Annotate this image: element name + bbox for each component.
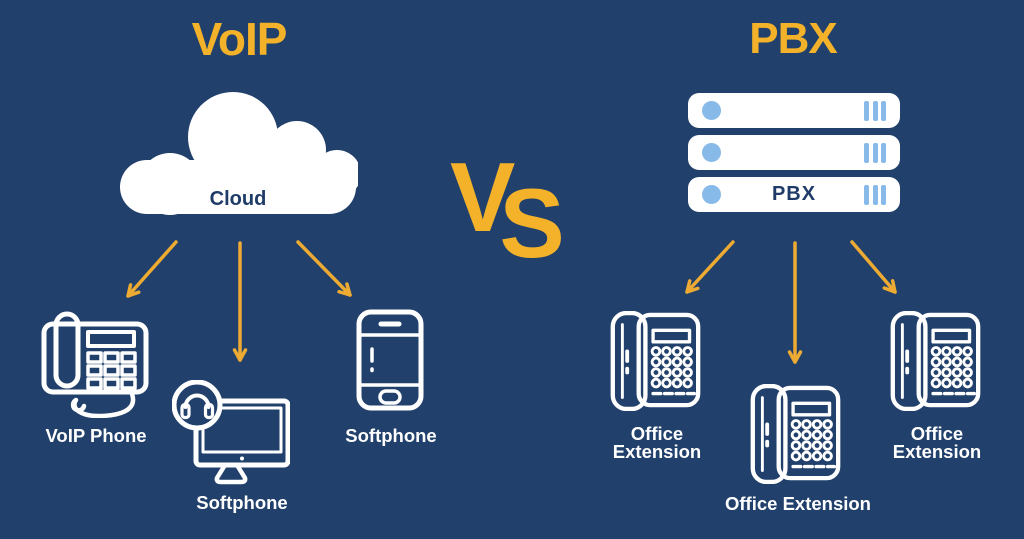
arrow-cloud-to-softphone-mobile	[296, 240, 352, 297]
pbx-server-label: PBX	[771, 183, 817, 205]
voip-title: VoIP	[191, 13, 288, 65]
versus-letter-v: V	[450, 142, 516, 252]
server-led-icon	[702, 101, 721, 120]
server-led-icon	[702, 185, 721, 204]
office-extension-label-line2: Extension	[612, 441, 702, 462]
office-extension-label-2: Office Extension	[725, 493, 871, 514]
versus-letter-s: S	[499, 168, 565, 278]
pbx-server-icon: PBX	[688, 93, 900, 212]
pbx-title: PBX	[749, 14, 837, 63]
softphone-mobile-icon	[356, 309, 424, 411]
server-vents-icon	[864, 142, 886, 163]
office-extension-label-1: Office Extension	[587, 423, 727, 462]
server-unit-1	[688, 93, 900, 128]
arrow-pbx-to-extension-1	[685, 240, 735, 294]
office-extension-label-line2: Extension	[892, 441, 982, 462]
voip-phone-label: VoIP Phone	[45, 425, 147, 446]
cloud-label: Cloud	[209, 188, 267, 210]
server-vents-icon	[864, 184, 886, 205]
office-extension-icon-3	[890, 311, 981, 411]
office-extension-label-3: Office Extension	[867, 423, 1007, 462]
voip-phone-icon	[41, 311, 149, 418]
server-unit-3: PBX	[688, 177, 900, 212]
softphone-mobile-label: Softphone	[345, 425, 437, 446]
arrow-pbx-to-extension-3	[850, 240, 897, 294]
softphone-desktop-icon	[172, 380, 290, 485]
versus-text: VS	[450, 148, 565, 272]
office-extension-icon-1	[610, 311, 701, 411]
office-extension-label-line1: Office	[910, 423, 964, 444]
office-extension-icon-2	[750, 384, 841, 484]
office-extension-label-line1: Office	[630, 423, 684, 444]
cloud-icon: Cloud	[118, 92, 358, 217]
server-vents-icon	[864, 100, 886, 121]
softphone-desktop-label: Softphone	[196, 492, 288, 513]
arrow-cloud-to-voip-phone	[126, 240, 178, 298]
server-unit-2	[688, 135, 900, 170]
server-led-icon	[702, 143, 721, 162]
